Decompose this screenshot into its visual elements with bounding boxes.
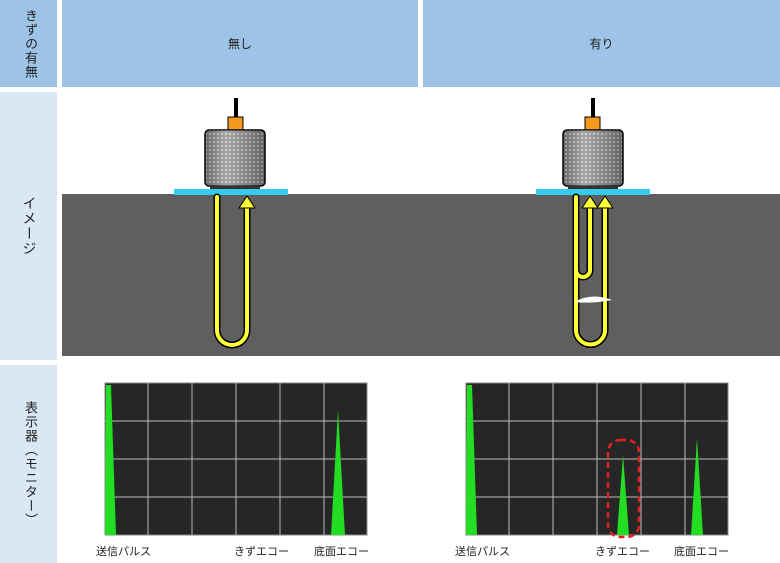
monitor-right [465,382,729,539]
wave-path-left [213,193,256,349]
label-transmit-pulse-right: 送信パルス [455,545,510,558]
test-material [62,194,780,356]
flaw-echo-highlight [606,438,641,539]
probe-right [536,98,650,195]
bottom-echo-peak-left [331,410,345,535]
column-header-with-flaw-label: 有り [589,37,614,51]
transmit-pulse-peak-left [105,385,116,535]
label-flaw-echo-right: きずエコー [595,545,650,558]
label-flaw-echo-left: きずエコー [234,545,289,558]
flaw-echo-peak-right [617,455,629,535]
row-header-monitor-label: 表示器（モニター） [21,401,37,527]
label-transmit-pulse-left: 送信パルス [96,545,151,558]
column-header-with-flaw: 有り [423,0,780,87]
probe-left [174,98,288,195]
row-header-flaw-label: きずの有無 [21,8,37,79]
row-header-image-label: イメージ [20,196,37,256]
column-header-no-flaw-label: 無し [227,37,252,51]
label-bottom-echo-left: 底面エコー [314,545,369,558]
monitor-left [104,382,368,536]
column-header-no-flaw: 無し [62,0,418,87]
row-header-image: イメージ [0,92,57,360]
label-bottom-echo-right: 底面エコー [674,545,729,558]
wave-path-right [572,193,614,348]
bottom-echo-peak-right [691,438,703,535]
row-header-monitor: 表示器（モニター） [0,365,57,563]
row-header-flaw: きずの有無 [0,0,57,87]
flaw-crack [574,296,612,303]
transmit-pulse-peak-right [466,385,477,535]
